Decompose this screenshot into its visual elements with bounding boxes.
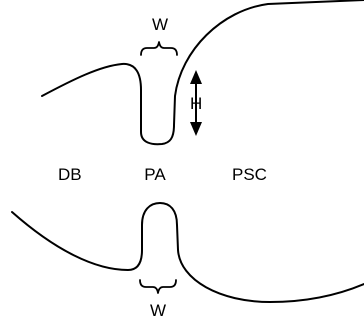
top-width-brace xyxy=(140,41,178,56)
lower-wall-outline xyxy=(11,202,364,303)
width-label-bottom: W xyxy=(150,301,166,320)
height-label: H xyxy=(190,94,202,113)
width-label-top: W xyxy=(152,15,168,34)
region-label-psc: PSC xyxy=(232,165,267,184)
height-arrow-up-head xyxy=(190,70,202,84)
bottom-width-brace xyxy=(139,279,177,294)
region-label-pa: PA xyxy=(144,165,166,184)
upper-wall-outline xyxy=(41,0,364,146)
height-arrow-down-head xyxy=(190,122,202,136)
region-label-db: DB xyxy=(58,165,82,184)
